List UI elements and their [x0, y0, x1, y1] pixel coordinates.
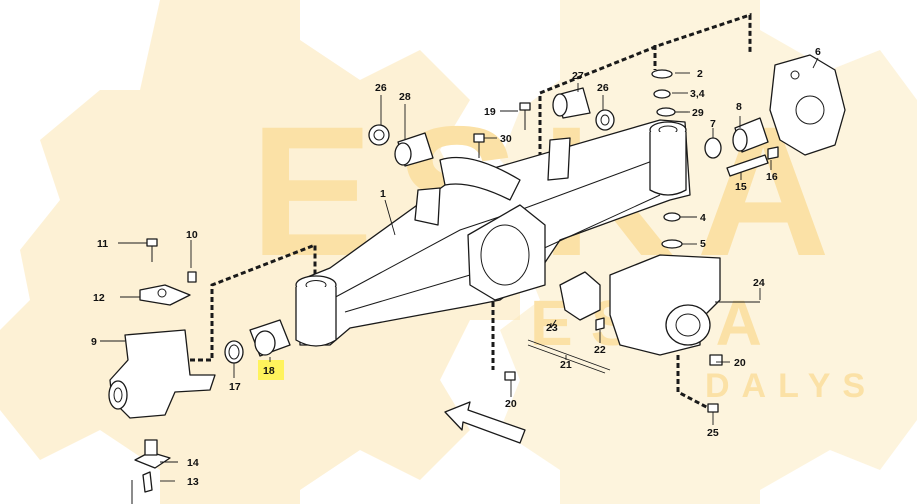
- callout-26-right[interactable]: 26: [597, 82, 609, 94]
- callout-18[interactable]: 18: [263, 365, 275, 377]
- callout-10[interactable]: 10: [186, 229, 198, 241]
- callout-30[interactable]: 30: [500, 133, 512, 145]
- callout-27[interactable]: 27: [572, 70, 584, 82]
- callout-22[interactable]: 22: [594, 344, 606, 356]
- differential-carrier: [527, 254, 760, 374]
- callout-9[interactable]: 9: [91, 336, 97, 348]
- callout-5[interactable]: 5: [700, 238, 706, 250]
- callout-11[interactable]: 11: [97, 238, 108, 250]
- callout-7[interactable]: 7: [710, 118, 716, 130]
- highlight-box-18: [258, 360, 284, 380]
- callout-4[interactable]: 4: [700, 212, 706, 224]
- left-bushings: [224, 124, 434, 380]
- callout-2[interactable]: 2: [697, 68, 703, 80]
- direction-arrow: [444, 401, 526, 444]
- steering-knuckle-right: [704, 54, 846, 177]
- leader-lines: [100, 57, 819, 482]
- right-bushings: [552, 69, 683, 249]
- callout-25[interactable]: 25: [707, 427, 719, 439]
- callout-28[interactable]: 28: [399, 91, 411, 103]
- callout-labels: 1 2 3,4 4 5 6 7 8 9 10 11 12 13 14 15 16…: [91, 46, 821, 488]
- callout-29[interactable]: 29: [692, 107, 704, 119]
- callout-24[interactable]: 24: [753, 277, 765, 289]
- callout-19[interactable]: 19: [484, 106, 496, 118]
- steering-knuckle-left: [108, 238, 216, 504]
- callout-21[interactable]: 21: [560, 359, 572, 371]
- callout-20-bottom[interactable]: 20: [505, 398, 517, 410]
- watermark-tagline: DALYS: [705, 367, 877, 405]
- callout-16[interactable]: 16: [766, 171, 778, 183]
- axle-beam: [295, 119, 691, 347]
- callout-20-right[interactable]: 20: [734, 357, 746, 369]
- callout-3-4[interactable]: 3,4: [690, 88, 705, 100]
- callout-13[interactable]: 13: [187, 476, 199, 488]
- callout-26-left[interactable]: 26: [375, 82, 387, 94]
- callout-12[interactable]: 12: [93, 292, 105, 304]
- callout-8[interactable]: 8: [736, 101, 742, 113]
- small-bolts: [473, 102, 719, 413]
- callout-14[interactable]: 14: [187, 457, 199, 469]
- callout-1[interactable]: 1: [380, 188, 386, 200]
- callout-17[interactable]: 17: [229, 381, 241, 393]
- callout-15[interactable]: 15: [735, 181, 747, 193]
- callout-23[interactable]: 23: [546, 322, 558, 334]
- callout-6[interactable]: 6: [815, 46, 821, 58]
